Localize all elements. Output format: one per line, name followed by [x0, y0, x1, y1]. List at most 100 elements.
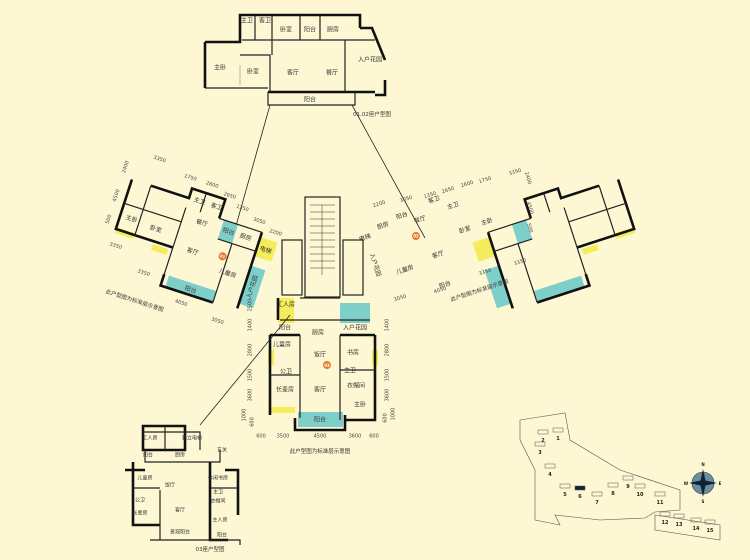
building-footprint: [654, 491, 666, 497]
building-footprint: [622, 475, 634, 481]
room-label: 阳台: [438, 279, 452, 290]
room-label: 主卧: [125, 213, 139, 224]
building-number: 6: [578, 494, 582, 500]
room-label: 阳台: [279, 324, 291, 332]
dimension-label: 2800: [248, 344, 254, 357]
room-label: 阳台: [222, 226, 236, 237]
dimension-label: 3050: [393, 294, 407, 304]
room-label: 主卧: [354, 401, 366, 409]
dimension-label: 1400: [248, 319, 254, 332]
room-label: 餐厅: [413, 214, 427, 225]
building-number: 10: [637, 492, 644, 498]
room-label: 阳台: [395, 210, 409, 221]
dimension-label: 600: [369, 434, 379, 440]
room-label: 主卫: [241, 17, 253, 25]
room-label: 主人房: [212, 517, 227, 524]
plan-caption: 此户型图为标准层示意图: [105, 287, 165, 313]
building-number: 2: [541, 438, 545, 444]
building-footprint: [673, 513, 685, 519]
room-label: 工人房: [142, 435, 157, 442]
plan-caption: 01,02座户型图: [353, 110, 391, 118]
room-label: 主卧: [214, 64, 226, 72]
room-label: 独立电梯: [182, 435, 202, 442]
dimension-label: 2200: [268, 228, 282, 238]
building-number: 4: [548, 472, 552, 478]
building-number: 14: [693, 526, 700, 532]
room-label: 饭厅: [314, 351, 326, 359]
building-number: 13: [676, 522, 683, 528]
plan-03-center: 03 工人房阳台厨房入户花园儿童房饭厅书房公卫主卫长辈房客厅衣帽间主卧阳台250…: [199, 297, 397, 455]
leader-line: [231, 104, 271, 241]
room-label: 卧室: [280, 26, 292, 34]
room-label: 儿童房: [395, 263, 415, 276]
dimension-label: 3350: [109, 241, 123, 251]
room-label: 长辈房: [132, 510, 147, 517]
plan-caption: 此户型图为标准层示意图: [290, 447, 351, 455]
building-footprint: [574, 485, 586, 491]
room-label: 厨房: [175, 452, 185, 459]
room-label: 客厅: [431, 249, 445, 260]
dimension-label: 4050: [433, 286, 447, 296]
building-number: 7: [595, 500, 599, 506]
dimension-label: 600: [250, 417, 256, 427]
room-label: 主卫: [344, 367, 356, 375]
dimension-label: 2600: [460, 180, 474, 190]
unit-badge-03: [323, 361, 331, 369]
room-label: 休闲书房: [208, 475, 228, 482]
room-label: 餐厅: [195, 217, 209, 228]
dimension-label: 3350: [513, 258, 527, 268]
room-label: 入户花园: [358, 56, 382, 64]
building-footprint: [704, 519, 716, 525]
dimension-label: 500: [525, 223, 534, 234]
unit-badge-label: 01: [219, 253, 226, 260]
room-label: 客厅: [186, 246, 200, 257]
room-label: 客厅: [287, 69, 299, 77]
dimension-label: 500: [105, 214, 114, 225]
unit-badge-02: [412, 232, 420, 240]
building-footprint: [607, 482, 619, 488]
dimension-label: 1400: [385, 319, 391, 332]
dimension-label: 4500: [112, 189, 122, 203]
room-label: 主卫: [446, 200, 460, 211]
room-label: 阳台: [143, 452, 153, 459]
unit-badge-label: 02: [413, 234, 419, 239]
dimension-label: 1000: [242, 409, 248, 422]
compass-direction-label: E: [719, 481, 722, 486]
dimension-label: 1500: [385, 369, 391, 382]
dimension-label: 3050: [210, 317, 224, 327]
building-footprint: [544, 463, 556, 469]
building-footprint: [690, 517, 702, 523]
room-label: 厨房: [239, 231, 253, 242]
building-number: 11: [657, 500, 664, 506]
compass-direction-label: S: [702, 499, 705, 504]
dimension-label: 3050: [252, 217, 266, 227]
room-label: 阳台: [184, 284, 198, 295]
room-label: 主卧: [480, 216, 494, 227]
room-label: 客厅: [314, 386, 326, 394]
compass-rose-icon: [689, 469, 717, 497]
room-label: 阳台: [217, 532, 227, 539]
compass-direction-label: W: [684, 481, 689, 486]
dimension-label: 3350: [152, 155, 166, 165]
dimension-label: 3350: [508, 168, 522, 178]
room-label: 入户花园: [368, 252, 383, 277]
building-footprint: [659, 511, 671, 517]
room-label: 玄关: [217, 447, 227, 454]
dimension-label: 3600: [349, 434, 362, 440]
dimension-label: 600: [383, 413, 389, 423]
plan-02-wing: [472, 179, 636, 309]
dimension-label: 4050: [174, 298, 188, 308]
dimension-label: 1000: [391, 408, 397, 421]
dimension-label: 1500: [248, 369, 254, 382]
building-number: 5: [563, 492, 567, 498]
dimension-label: 3350: [137, 268, 151, 278]
room-label: 儿童房: [137, 475, 152, 482]
room-label: 书房: [347, 349, 359, 357]
room-label: 厨房: [376, 220, 390, 231]
dimension-label: 4500: [314, 434, 327, 440]
plan-caption: 03座户型图: [196, 545, 225, 553]
room-label: 厨房: [312, 329, 324, 337]
room-label: 卧室: [247, 68, 259, 76]
